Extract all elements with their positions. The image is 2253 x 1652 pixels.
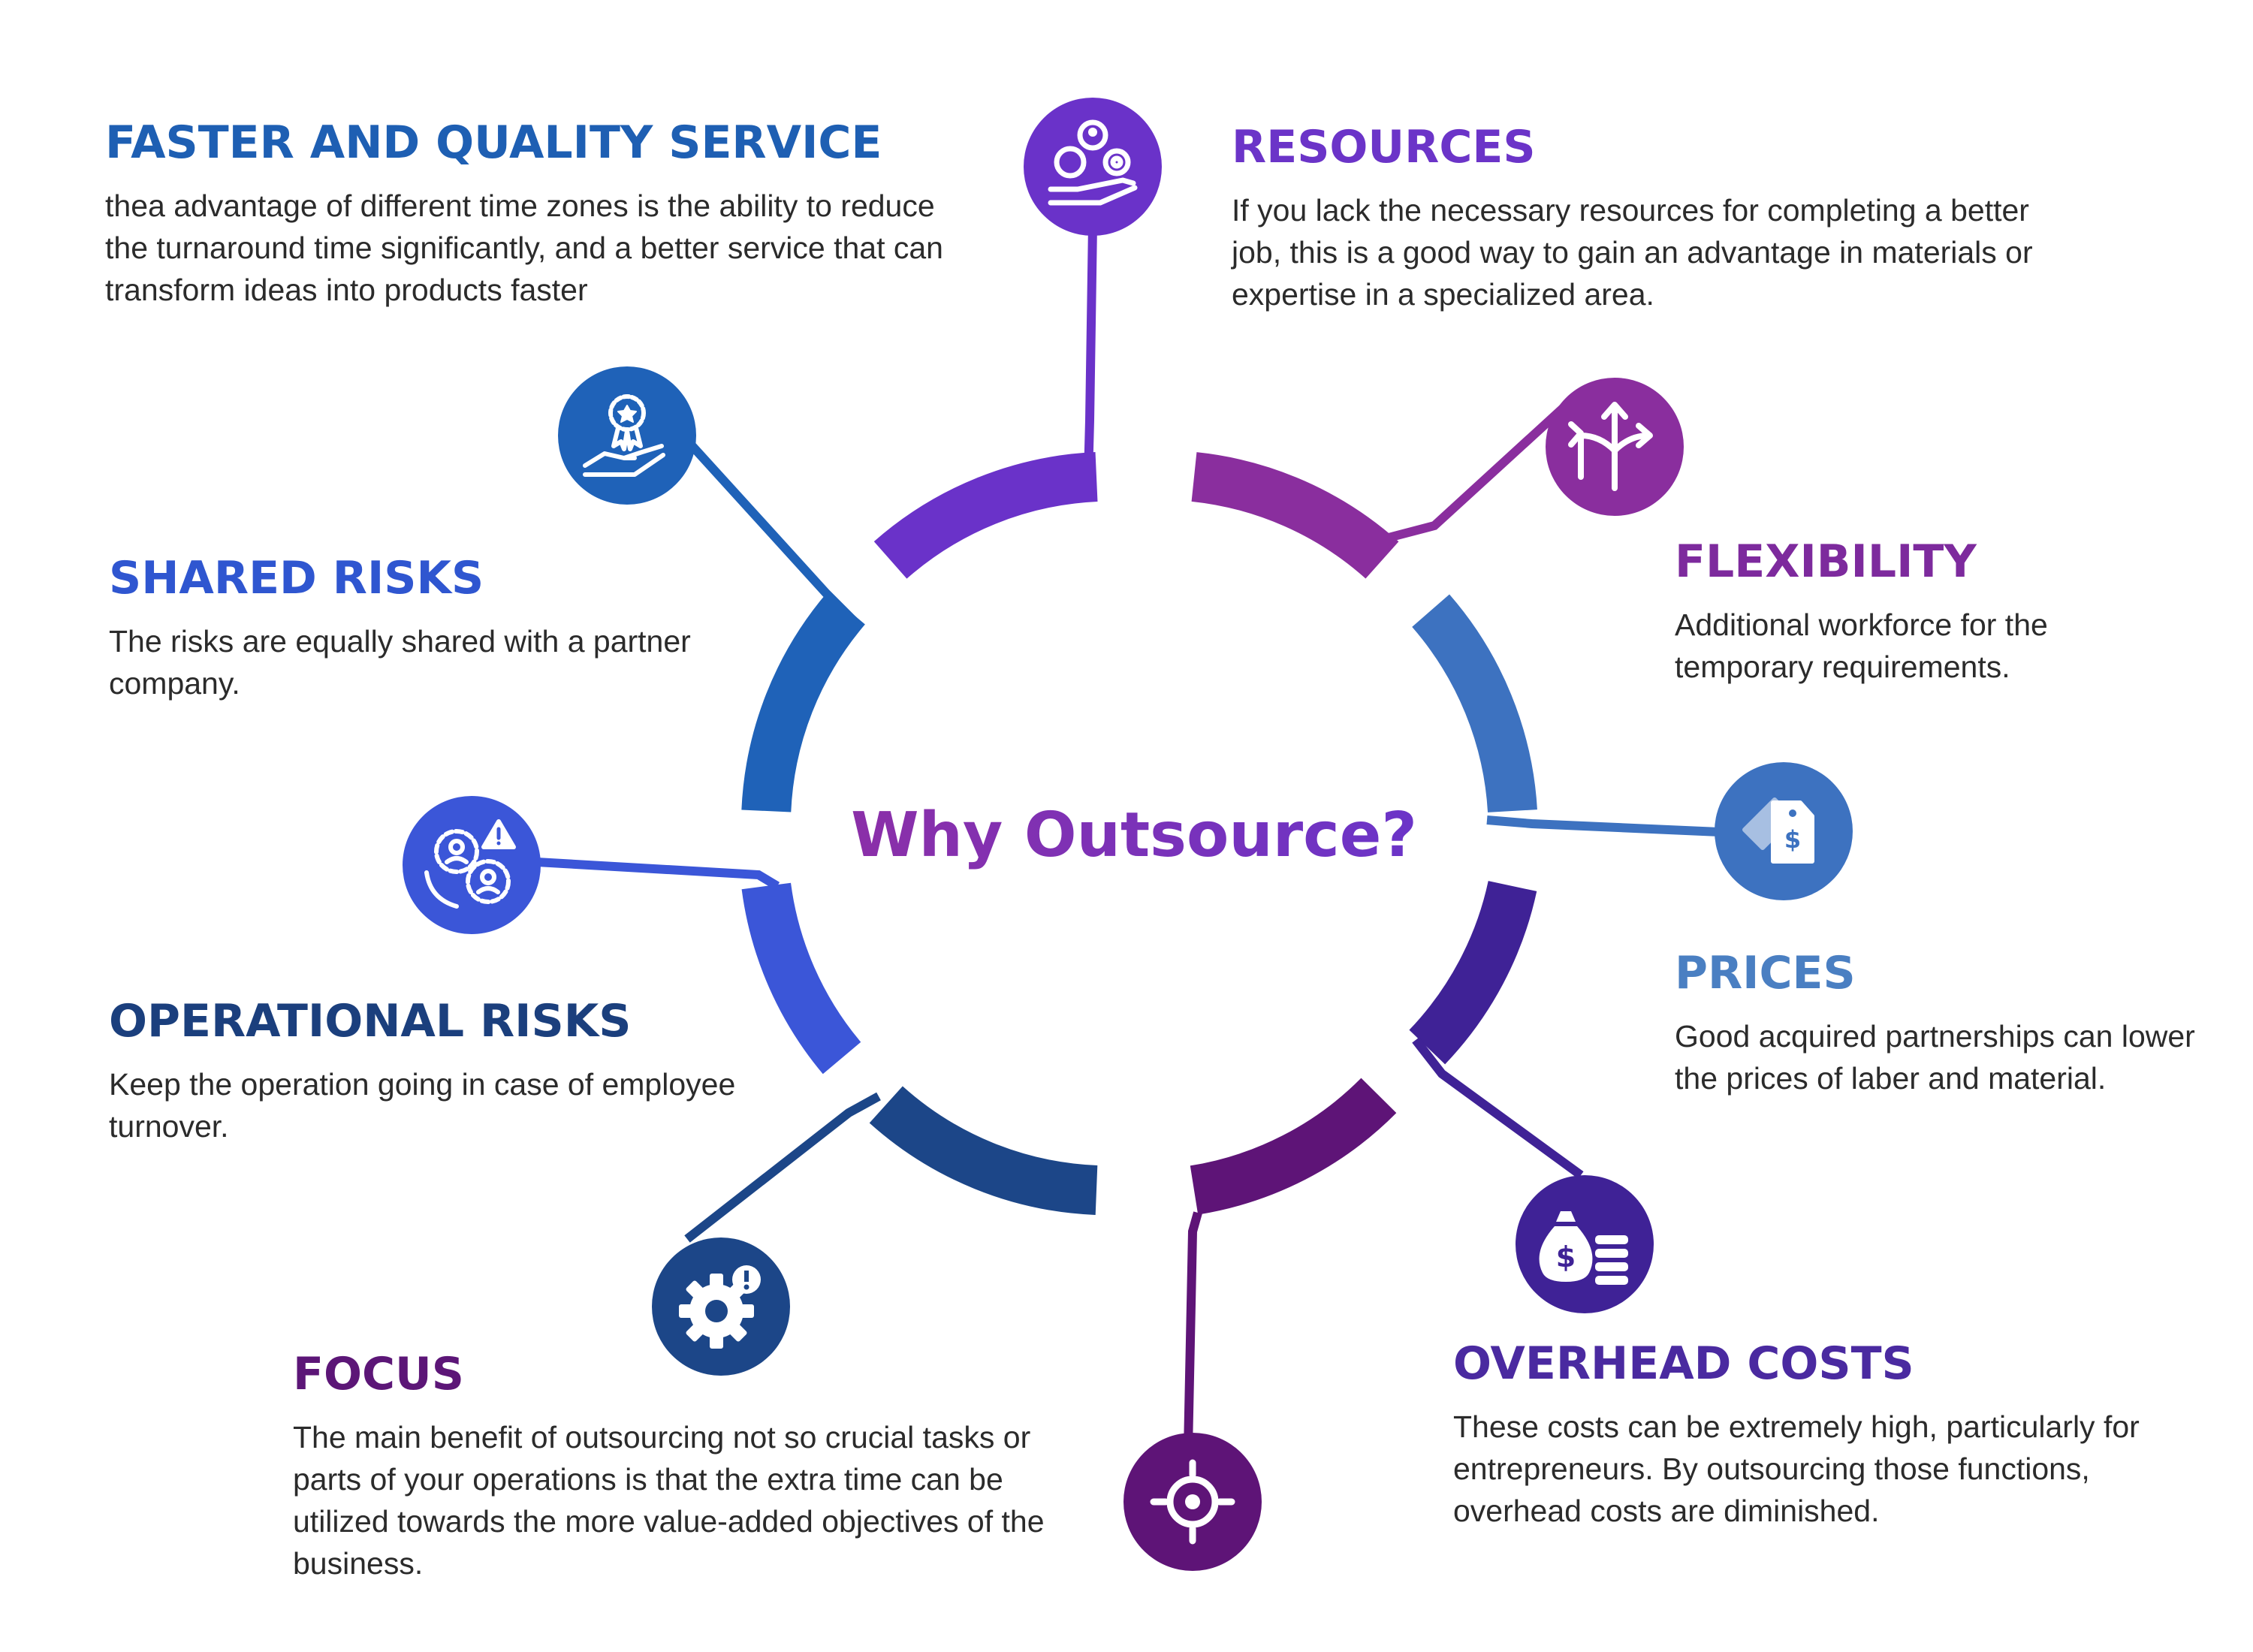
svg-text:$: $ xyxy=(1556,1241,1576,1274)
heading-flexibility: FLEXIBILITY xyxy=(1675,535,1977,588)
node-operational xyxy=(652,1237,790,1376)
section-resources: RESOURCES If you lack the necessary reso… xyxy=(1232,125,2073,315)
section-shared: SHARED RISKS The risks are equally share… xyxy=(109,556,815,704)
ring-segment-faster xyxy=(741,592,866,812)
connector-prices xyxy=(1486,815,1721,837)
body-overhead: These costs can be extremely high, parti… xyxy=(1453,1409,2140,1528)
section-overhead: OVERHEAD COSTS These costs can be extrem… xyxy=(1453,1341,2204,1532)
connector-overhead xyxy=(1412,1037,1584,1179)
center-title: Why Outsource? xyxy=(851,800,1417,871)
ring-segment-shared xyxy=(741,882,861,1075)
body-flexibility: Additional workforce for the temporary r… xyxy=(1675,607,2048,684)
node-focus xyxy=(1123,1433,1262,1571)
ring-segment-flexibility xyxy=(1191,452,1399,579)
ring-segment-overhead xyxy=(1409,880,1537,1065)
node-flexibility xyxy=(1546,378,1684,516)
section-focus: FOCUS The main benefit of outsourcing no… xyxy=(293,1352,1104,1584)
price-tags-icon: $ xyxy=(1742,797,1814,864)
node-resources xyxy=(1024,98,1162,236)
section-operational: OPERATIONAL RISKS Keep the operation goi… xyxy=(109,999,845,1147)
heading-prices: PRICES xyxy=(1675,947,1856,999)
connector-flexibility xyxy=(1384,402,1570,543)
connector-shared xyxy=(536,858,780,891)
body-focus: The main benefit of outsourcing not so c… xyxy=(293,1420,1045,1581)
node-shared xyxy=(403,796,541,934)
connectors xyxy=(536,225,1721,1450)
ring-segment-prices xyxy=(1412,594,1537,813)
body-shared: The risks are equally shared with a part… xyxy=(109,624,691,701)
node-faster xyxy=(558,366,696,505)
hand-award-icon xyxy=(583,394,665,477)
section-faster: FASTER AND QUALITY SERVICE thea advantag… xyxy=(105,120,976,311)
body-faster: thea advantage of different time zones i… xyxy=(105,188,943,307)
ring-segment-focus xyxy=(1190,1078,1397,1215)
target-icon xyxy=(1150,1459,1235,1545)
ring-segment-operational xyxy=(869,1086,1098,1215)
ring-segment-resources xyxy=(873,452,1098,579)
svg-text:$: $ xyxy=(1784,825,1801,854)
node-prices: $ xyxy=(1715,762,1853,900)
hand-coins-gear-icon xyxy=(1048,119,1138,206)
gear-warning-icon xyxy=(679,1265,761,1349)
body-resources: If you lack the necessary resources for … xyxy=(1232,193,2033,312)
connector-faster xyxy=(672,424,860,627)
split-arrows-icon xyxy=(1568,402,1653,491)
connector-operational xyxy=(684,1092,881,1243)
connector-focus xyxy=(1184,1211,1202,1450)
section-flexibility: FLEXIBILITY Additional workforce for the… xyxy=(1675,539,2155,688)
body-prices: Good acquired partnerships can lower the… xyxy=(1675,1019,2195,1096)
section-prices: PRICES Good acquired partnerships can lo… xyxy=(1675,951,2200,1099)
icon-nodes: $ $ xyxy=(403,98,1853,1571)
heading-overhead: OVERHEAD COSTS xyxy=(1453,1337,1914,1390)
heading-shared: SHARED RISKS xyxy=(109,552,484,604)
ring xyxy=(741,452,1537,1215)
people-gears-warning-icon xyxy=(424,819,516,909)
heading-faster: FASTER AND QUALITY SERVICE xyxy=(105,116,882,169)
connector-resources xyxy=(1084,225,1097,478)
heading-focus: FOCUS xyxy=(293,1348,464,1400)
heading-resources: RESOURCES xyxy=(1232,121,1536,173)
money-bag-coins-icon: $ xyxy=(1539,1211,1628,1285)
body-operational: Keep the operation going in case of empl… xyxy=(109,1067,736,1144)
node-overhead: $ xyxy=(1516,1175,1654,1313)
heading-operational: OPERATIONAL RISKS xyxy=(109,995,632,1048)
